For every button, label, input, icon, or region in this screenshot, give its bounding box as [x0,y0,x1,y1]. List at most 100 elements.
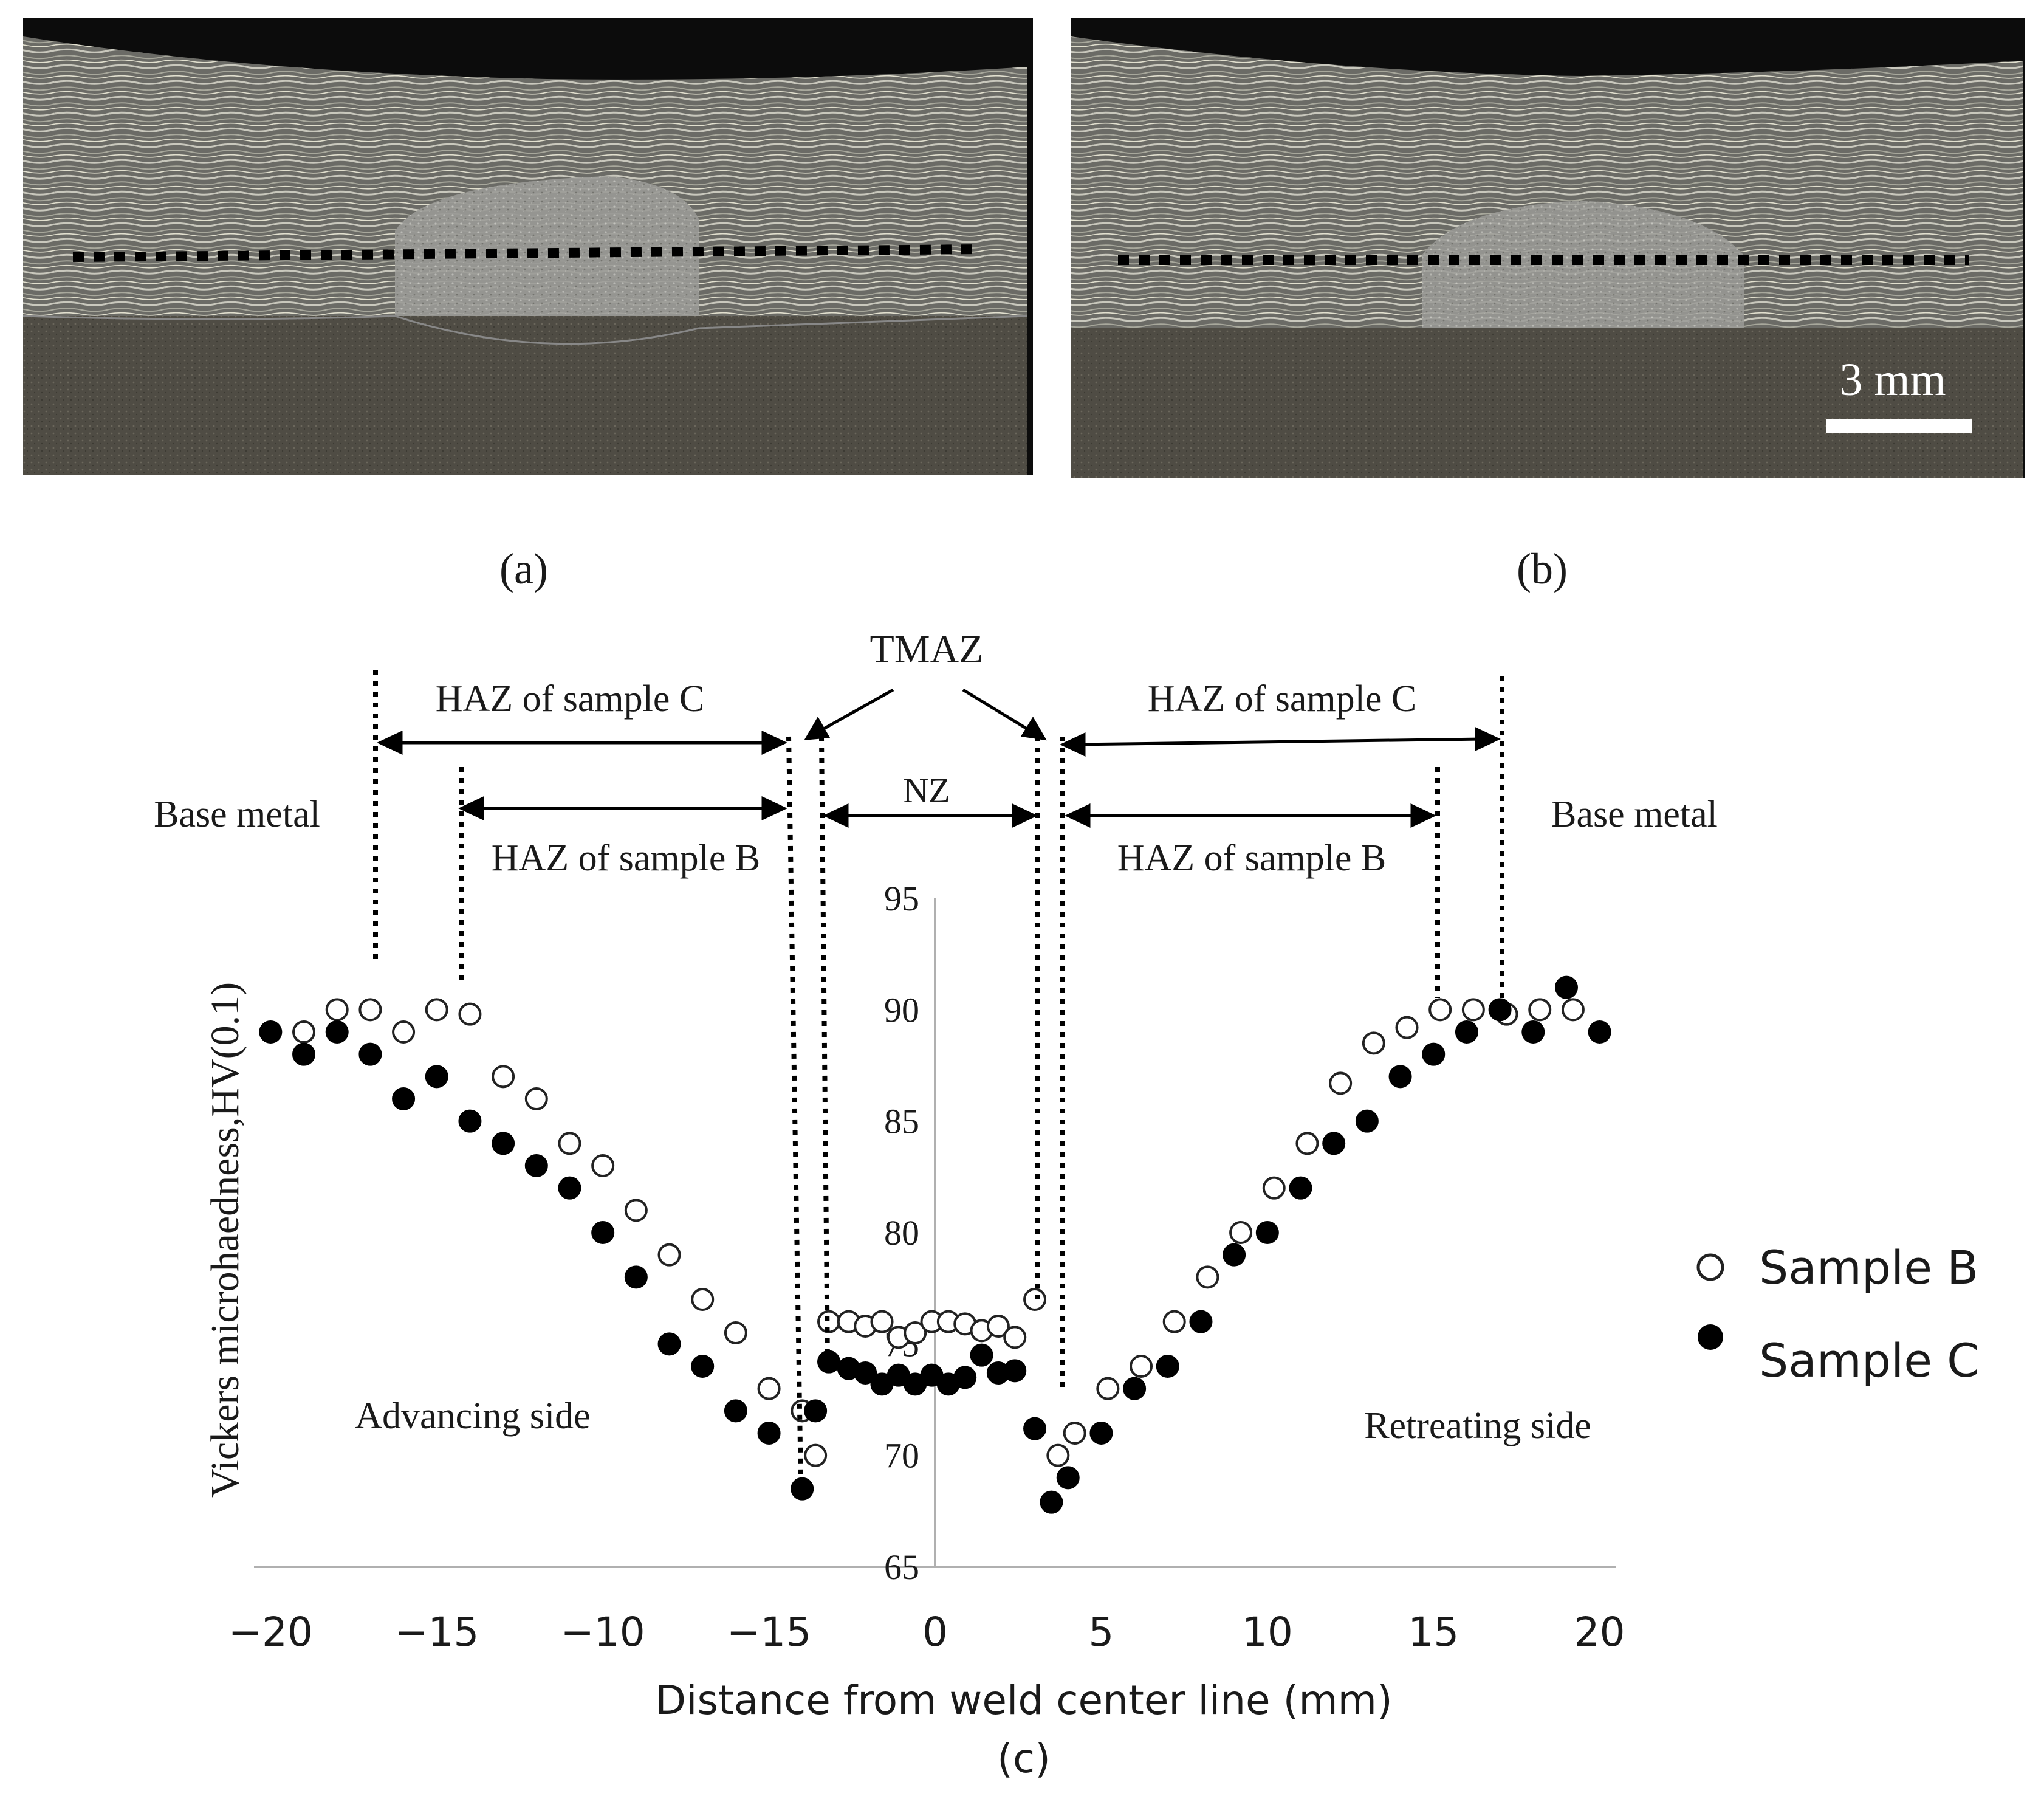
x-tick-label: −15 [394,1609,479,1656]
data-point-sample-b [1162,1310,1186,1333]
y-tick-label: 90 [884,990,919,1030]
data-point-sample-c [591,1221,615,1244]
panel-c-label: (c) [997,1735,1051,1782]
data-point-sample-b [1362,1031,1385,1055]
data-point-sample-c [1023,1417,1047,1440]
data-point-sample-b [1046,1443,1070,1467]
data-point-sample-c [1156,1355,1179,1378]
data-point-sample-b [1023,1288,1047,1311]
data-point-sample-c [1455,1020,1478,1044]
data-point-sample-c [1322,1132,1346,1155]
data-point-sample-c [1255,1221,1279,1244]
tmaz-label: TMAZ [870,627,984,672]
data-point-sample-c [358,1042,382,1066]
data-point-sample-c [657,1332,681,1356]
panel-b-label: (b) [1517,545,1568,593]
data-point-sample-b [804,1443,828,1467]
data-point-sample-b [1561,998,1585,1022]
y-tick-label: 65 [884,1547,919,1587]
data-point-sample-c [1289,1176,1312,1200]
x-tick-label: 10 [1242,1609,1293,1656]
legend-marker-sample-c [1698,1324,1723,1350]
data-point-sample-c [970,1343,993,1367]
y-tick-label: 80 [884,1213,919,1253]
data-point-sample-b [986,1315,1010,1338]
legend-label-sample-b: Sample B [1759,1240,1978,1295]
data-point-sample-c [791,1477,814,1501]
data-point-sample-c [1056,1466,1080,1490]
data-point-sample-c [259,1020,283,1044]
data-point-sample-c [458,1109,482,1133]
y-tick-label: 70 [884,1436,919,1476]
data-point-sample-c [1223,1243,1246,1267]
base-metal-left-label: Base metal [154,794,320,835]
y-tick-label: 95 [884,879,919,918]
data-point-sample-b [425,998,448,1022]
micrograph-b: 3 mm [1071,18,2025,478]
data-point-sample-b [657,1243,681,1267]
haz-c-left-label: HAZ of sample C [436,678,705,720]
data-point-sample-c [724,1399,747,1423]
data-point-sample-b [1395,1016,1419,1039]
legend-label-sample-c: Sample C [1759,1333,1979,1388]
data-point-sample-c [953,1366,977,1389]
data-point-sample-c [1488,998,1512,1022]
data-point-sample-b [624,1199,648,1222]
data-point-sample-c [292,1042,316,1066]
y-axis-title: Vickers microhaedness,HV(0.1) [203,982,247,1498]
data-point-sample-b [1295,1132,1319,1155]
x-tick-label: −10 [561,1609,645,1656]
data-point-sample-c [1123,1377,1147,1400]
data-point-sample-c [1588,1020,1611,1044]
data-point-sample-c [757,1422,781,1445]
legend: Sample B Sample C [1696,1240,1979,1388]
data-point-sample-b [1229,1221,1253,1244]
data-point-sample-b [325,998,349,1022]
data-point-sample-b [524,1087,548,1110]
x-tick-label: −20 [228,1609,313,1656]
data-point-sample-c [425,1065,448,1089]
data-point-sample-c [524,1154,548,1177]
data-point-sample-b [1196,1265,1219,1289]
data-point-sample-c [392,1087,416,1110]
haz-c-right-label: HAZ of sample C [1148,678,1417,720]
data-point-sample-b [1329,1071,1353,1095]
data-point-sample-c [492,1132,515,1155]
data-point-sample-b [1528,998,1552,1022]
data-point-sample-c [325,1020,349,1044]
data-point-sample-c [1040,1490,1063,1514]
data-point-sample-b [870,1310,894,1333]
x-tick-label: 0 [922,1609,948,1656]
data-point-sample-c [1189,1310,1213,1333]
data-point-sample-b [1461,998,1485,1022]
data-point-sample-c [1554,975,1578,999]
zone-arrows [377,688,1501,828]
data-point-sample-b [724,1321,747,1344]
data-point-sample-c [624,1265,648,1289]
x-axis-title: Distance from weld center line (mm) [655,1677,1392,1724]
data-point-sample-b [392,1020,416,1044]
x-tick-label: 15 [1408,1609,1459,1656]
data-point-sample-c [1003,1359,1027,1383]
scale-bar-label: 3 mm [1839,354,1946,405]
data-point-sample-b [492,1065,515,1089]
retreating-side-label: Retreating side [1364,1405,1591,1446]
base-metal-right-label: Base metal [1551,794,1718,835]
scale-bar [1826,419,1972,433]
x-tick-label: 20 [1574,1609,1625,1656]
data-point-sample-c [558,1176,581,1200]
data-point-sample-c [1089,1422,1113,1445]
data-point-sample-b [1003,1326,1027,1349]
zone-boundaries [373,670,1504,1485]
haz-b-left-label: HAZ of sample B [492,838,761,879]
data-point-sample-b [591,1154,615,1177]
data-point-sample-b [1262,1176,1286,1200]
data-point-sample-c [1388,1065,1412,1089]
data-point-sample-b [1130,1355,1153,1378]
data-point-sample-c [1422,1042,1446,1066]
data-point-sample-b [358,998,382,1022]
legend-marker-sample-b [1696,1253,1724,1281]
haz-b-right-label: HAZ of sample B [1117,838,1387,879]
